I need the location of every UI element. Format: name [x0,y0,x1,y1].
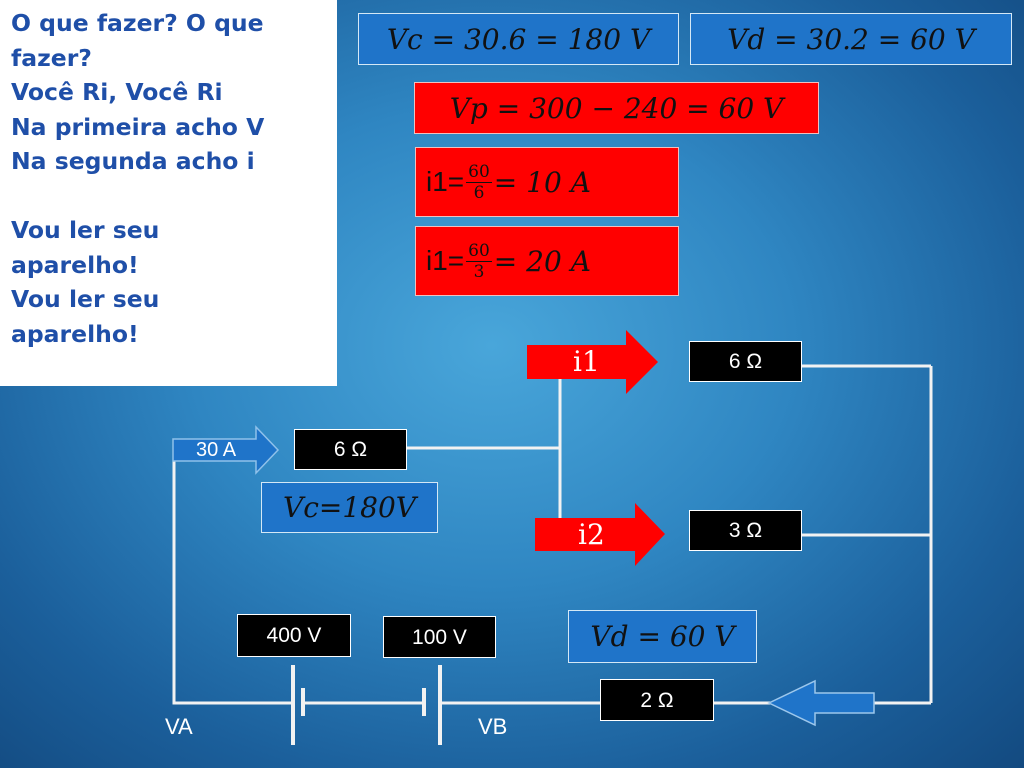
vd-equation: Vd = 30.2 = 60 V [690,13,1012,65]
note-line: fazer? [11,43,92,72]
i1-b-numerator: 60 [466,240,492,262]
i1-arrow-icon [527,330,658,394]
i1-b-prefix: i1= [426,245,465,276]
vc-small-label: Vc=180V [261,482,438,533]
i1-a-fraction: 60 6 [466,162,492,203]
i1-a-result: = 10 A [493,165,591,199]
i1-a-numerator: 60 [466,161,492,183]
i1-equation-b: i1= 60 3 = 20 A [415,226,679,296]
i1-a-denominator: 6 [473,182,485,203]
return-arrow-icon [767,679,875,727]
vp-equation: Vp = 300 − 240 = 60 V [414,82,819,134]
note-line: aparelho! [11,319,139,348]
resistor-series: 6 Ω [294,429,407,470]
note-line: Vou ler seu [11,285,160,313]
note-line: Vou ler seu [11,216,160,244]
resistor-branch1: 6 Ω [689,341,802,382]
resistor-bottom: 2 Ω [600,679,714,721]
i1-b-result: = 20 A [493,244,591,278]
i1-equation-a: i1= 60 6 = 10 A [415,147,679,217]
vc-equation: Vc = 30.6 = 180 V [358,13,679,65]
wire-left-bottom [172,458,293,705]
node-b-label: VB [478,714,508,739]
resistor-branch2: 3 Ω [689,510,802,551]
note-line: Você Ri, Você Ri [11,78,223,106]
source-a-label: 400 V [237,614,351,657]
i1-b-denominator: 3 [473,261,485,282]
vd-small-label: Vd = 60 V [568,610,757,663]
note-line: aparelho! [11,250,139,279]
i1-b-fraction: 60 3 [466,241,492,282]
lyrics-note: O que fazer? O que fazer? Você Ri, Você … [0,0,337,386]
i2-arrow-label: i2 [578,518,605,551]
i1-arrow-label: i1 [573,345,600,378]
i2-arrow-icon [535,503,665,566]
note-line: Na primeira acho V [11,112,265,141]
current-arrow-icon [172,425,280,475]
current-in-label: 30 A [196,439,237,461]
note-line: O que fazer? O que [11,9,264,37]
note-line: Na segunda acho i [11,147,255,175]
node-a-label: VA [165,714,193,739]
i1-a-prefix: i1= [426,166,465,197]
source-b-label: 100 V [383,616,496,658]
